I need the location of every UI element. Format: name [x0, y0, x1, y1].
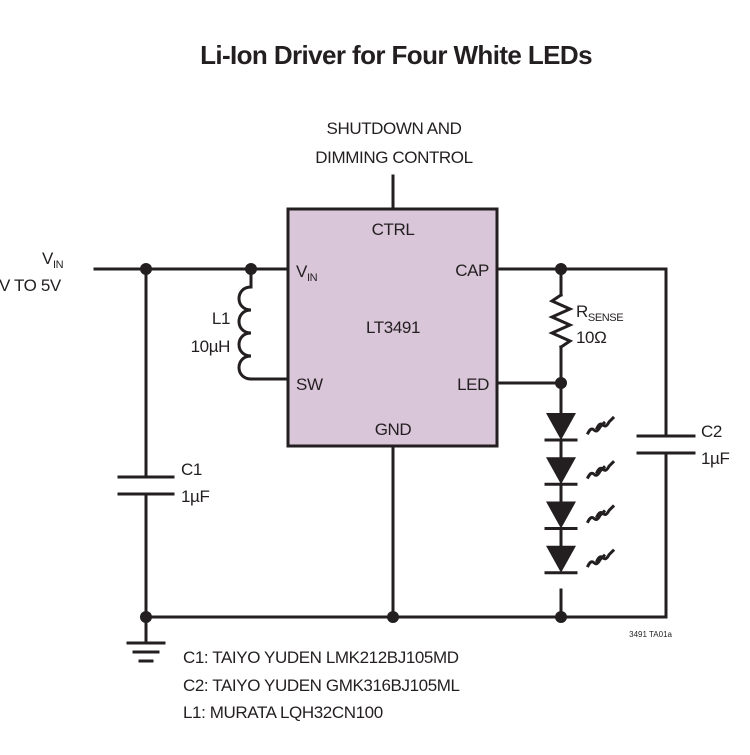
- ic-body: [286, 207, 499, 448]
- led-string: [544, 413, 616, 575]
- l1-ref: L1: [212, 309, 230, 328]
- pin-led: LED: [457, 375, 489, 394]
- rsense-ref: RSENSE: [576, 302, 623, 324]
- l1-value: 10µH: [191, 337, 230, 356]
- c1-ref: C1: [181, 460, 202, 479]
- note-c1: C1: TAIYO YUDEN LMK212BJ105MD: [183, 648, 459, 667]
- light-ray-icon: [594, 504, 616, 519]
- diagram-title: Li-Ion Driver for Four White LEDs: [200, 40, 592, 70]
- pin-cap: CAP: [455, 261, 489, 280]
- led-triangle: [546, 501, 576, 529]
- pin-gnd: GND: [375, 420, 412, 439]
- control-label-line2: DIMMING CONTROL: [315, 148, 472, 167]
- led-2: [544, 457, 616, 503]
- note-c2: C2: TAIYO YUDEN GMK316BJ105ML: [183, 676, 460, 695]
- control-label-line1: SHUTDOWN AND: [327, 119, 462, 138]
- node-gnd-led: [555, 611, 567, 623]
- light-ray-icon: [594, 548, 616, 563]
- led-triangle: [546, 457, 576, 485]
- light-ray-icon: [585, 509, 607, 524]
- pin-sw: SW: [296, 375, 323, 394]
- inductor-l1: [237, 285, 253, 381]
- led-triangle: [546, 413, 576, 440]
- c2-value: 1µF: [701, 449, 729, 468]
- resistor-rsense: [548, 292, 574, 350]
- led-triangle: [546, 545, 576, 573]
- c1-value: 1µF: [181, 487, 209, 506]
- light-ray-icon: [585, 553, 607, 568]
- light-ray-icon: [585, 420, 607, 436]
- c2-ref: C2: [701, 422, 722, 441]
- light-ray-icon: [594, 415, 616, 431]
- led-1: [544, 413, 616, 459]
- note-l1: L1: MURATA LQH32CN100: [183, 703, 383, 722]
- light-ray-icon: [585, 465, 607, 480]
- node-gnd-ic: [387, 611, 399, 623]
- rsense-value: 10Ω: [576, 328, 606, 347]
- vin-label: VIN: [42, 249, 64, 271]
- led-4: [544, 545, 616, 575]
- pin-ctrl: CTRL: [372, 220, 415, 239]
- light-ray-icon: [594, 460, 616, 475]
- vin-range: 3V TO 5V: [0, 276, 62, 295]
- figure-code: 3491 TA01a: [629, 630, 672, 639]
- led-3: [544, 501, 616, 548]
- ic-part-number: LT3491: [366, 318, 420, 337]
- pin-vin: VIN: [296, 262, 318, 284]
